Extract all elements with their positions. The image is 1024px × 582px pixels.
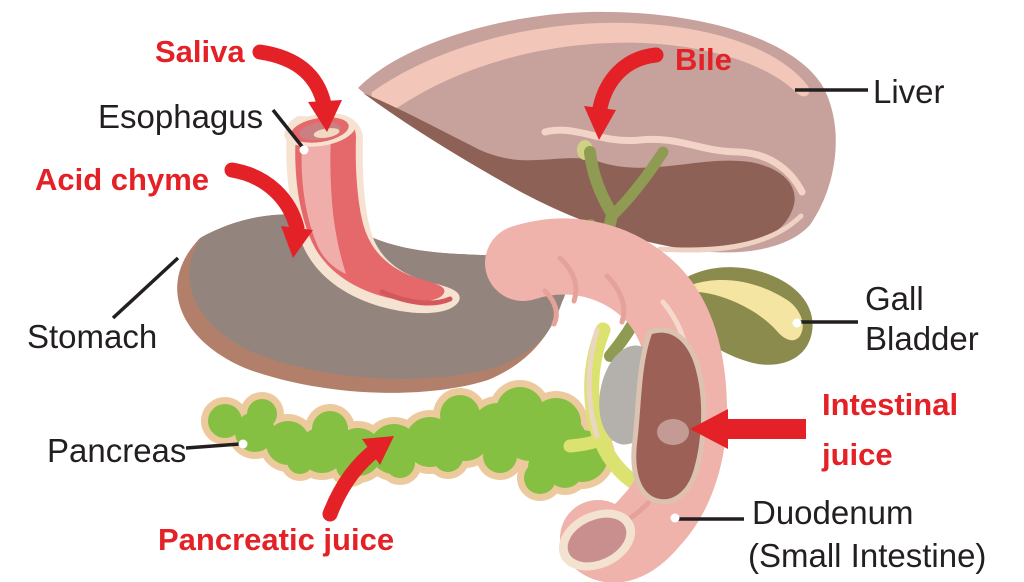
intestinal-juice-arrowhead (690, 409, 728, 449)
pancreas (208, 387, 608, 494)
esophagus (284, 113, 460, 314)
gall-bladder-highlight (688, 280, 803, 341)
pancreas-label: Pancreas (47, 432, 186, 469)
liver-top-highlight (371, 22, 810, 109)
stomach-label: Stomach (27, 318, 157, 355)
duodenum-inner-lining-edge (586, 327, 600, 439)
leader-dots (238, 145, 802, 523)
saliva-label: Saliva (155, 34, 245, 69)
esophagus-opening (284, 113, 356, 147)
intestinal-juice-arrow (728, 419, 806, 439)
gall-bladder-label-line1: Gall (865, 280, 924, 317)
duodenum-label-line1: Duodenum (752, 494, 913, 531)
gall-bladder-label-line2: Bladder (865, 320, 979, 357)
saliva-arrowhead (308, 100, 342, 132)
duodenum-wrinkle-2 (604, 273, 627, 325)
liver-label: Liver (873, 73, 945, 110)
pancreas-leader-dot (238, 439, 248, 449)
liver-underside (363, 93, 795, 251)
hepatic-duct-left (584, 146, 618, 220)
bile-arrow (592, 47, 664, 116)
intestinal-juice-label-line1: Intestinal (822, 387, 958, 422)
leader-lines (111, 88, 868, 521)
liver-crease-line (541, 126, 806, 196)
saliva-arrow (252, 44, 332, 112)
acid-chyme-label: Acid chyme (35, 162, 209, 197)
pancreatic-juice-arrowhead (362, 436, 394, 465)
pancreatic-juice-arrow (322, 440, 386, 522)
stomach-leader-line (111, 256, 180, 320)
hepatic-duct-right (608, 146, 669, 220)
esophagus-leader-dot (299, 145, 309, 155)
acid-chyme-arrowhead (281, 226, 313, 258)
esophagus-funnel-shade (379, 289, 453, 306)
esophagus-opening-inner-edge (313, 128, 340, 138)
bile-arrowhead (584, 106, 616, 140)
duodenum-label-line2: (Small Intestine) (748, 537, 986, 574)
duodenum-open-end-lumen (567, 517, 627, 563)
labels: Saliva Esophagus Acid chyme Stomach Panc… (27, 34, 986, 574)
pancreas-leader-line (185, 442, 241, 450)
secretion-arrows (224, 44, 806, 522)
liver-bottom-edge-line (657, 213, 804, 253)
duodenum (485, 218, 728, 582)
duodenum-open-end (558, 509, 636, 571)
esophagus-inner-highlight (301, 140, 346, 274)
gall-bladder-leader-dot (792, 318, 802, 328)
esophagus-label: Esophagus (98, 98, 263, 135)
duodenum-window (631, 327, 707, 505)
duodenum-wrinkle-3 (542, 288, 559, 327)
intestinal-juice-label-line2: juice (821, 437, 893, 472)
acid-chyme-arrow (224, 162, 305, 236)
duodenum-wrinkle-1 (557, 255, 579, 304)
bile-label: Bile (675, 42, 732, 77)
duodenal-papilla (657, 419, 689, 445)
duodenum-leader-dot (670, 513, 680, 523)
gall-bladder (668, 267, 813, 365)
pancreatic-juice-label: Pancreatic juice (158, 522, 394, 557)
esophagus-leader-line (271, 108, 306, 151)
